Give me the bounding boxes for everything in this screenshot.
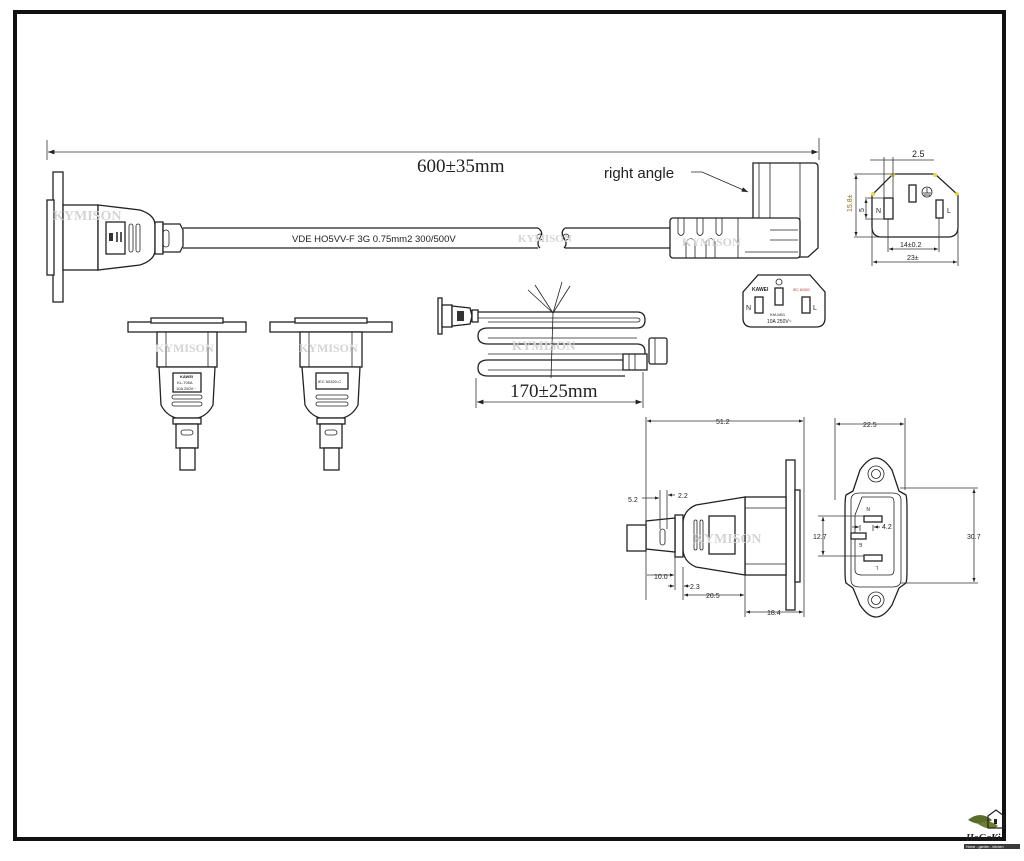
dim-pin-height: 5: [859, 208, 866, 212]
c13-face-dimension-diagram: N L 2.5 15.8± 5 14±0.2 23±: [847, 149, 959, 266]
overall-length-dimension: 600±35mm: [46, 138, 820, 177]
front-pin-l: L: [813, 305, 817, 312]
cert-mark: IEC 60320: [793, 288, 810, 292]
label-a-line3: 10A 250V~: [176, 386, 196, 391]
dim-panel-width: 22.5: [863, 422, 877, 429]
logo-name: HoGaKi: [965, 833, 1001, 844]
dim-18-4: 18.4: [767, 610, 781, 617]
hogaki-logo: HoGaKi Home - garden - kitchen: [962, 808, 1022, 854]
overall-length-label: 600±35mm: [417, 156, 505, 177]
panel-pin-l: L: [875, 564, 878, 570]
right-angle-label: right angle: [604, 165, 674, 182]
watermark: KYMISON: [518, 233, 572, 245]
panel-pin-n: N: [866, 505, 870, 511]
cable: VDE HO5VV-F 3G 0.75mm2 300/500V KYMISON: [183, 227, 670, 249]
c13-front-view: KAWEI IEC 60320 N L KM-M01 10A 250V~: [742, 274, 826, 328]
dim-panel-height: 30.7: [967, 534, 981, 541]
pin-n-label: N: [876, 208, 881, 215]
socket-view-a: KAWEI KL-705A 10A 250V~ KYMISON: [127, 317, 247, 471]
label-b: IEC 60320-C: [318, 379, 341, 384]
watermark: KYMISON: [53, 209, 121, 224]
dim-2-3: 2.3: [690, 584, 700, 591]
dim-height: 15.8±: [847, 194, 854, 212]
coil-length-label: 170±25mm: [510, 381, 598, 402]
right-angle-callout: right angle: [604, 165, 749, 193]
dim-20-5: 20.5: [706, 593, 720, 600]
dim-total-length: 51.2: [716, 419, 730, 426]
watermark: KYMISON: [682, 235, 741, 249]
label-a-line2: KL-705A: [177, 380, 193, 385]
side-view-dimensioned: KYMISON 51.2 5.2 2.2 10.0 2.3 20.5 18.4: [626, 417, 805, 617]
dim-5-2: 5.2: [628, 497, 638, 504]
front-rating: 10A 250V~: [767, 319, 792, 325]
dim-pin-gap: 4.2: [882, 524, 892, 531]
watermark: KYMISON: [155, 341, 214, 355]
dim-pin-spacing: 14±0.2: [900, 242, 921, 249]
dim-10-0: 10.0: [654, 574, 668, 581]
dim-pin-pitch: 12.7: [813, 534, 827, 541]
panel-mount-connector-side: KYMISON: [46, 171, 184, 303]
panel-pin-e: E: [858, 541, 862, 547]
right-angle-c13-plug: KYMISON: [669, 162, 819, 259]
socket-view-b: IEC 60320-C KYMISON: [269, 317, 393, 471]
brand-mark: KAWEI: [752, 287, 769, 293]
front-model: KM-M01: [770, 312, 786, 317]
dim-width: 23±: [907, 255, 919, 262]
dim-pin-offset: 2.5: [912, 149, 925, 159]
front-pin-n: N: [746, 305, 751, 312]
panel-front-view-dimensioned: N E L 22.5 30.7 12.7 4.2: [813, 418, 981, 618]
logo-tagline: Home - garden - kitchen: [966, 845, 1004, 849]
watermark: KYMISON: [512, 338, 576, 353]
dim-2-2: 2.2: [678, 493, 688, 500]
leaf-house-icon: HoGaKi Home - garden - kitchen: [964, 809, 1020, 849]
pin-l-label: L: [947, 208, 951, 215]
coiled-cable-view: KYMISON 170±25mm: [437, 281, 668, 408]
label-a-line1: KAWEI: [180, 374, 193, 379]
watermark: KYMISON: [299, 341, 358, 355]
cable-marking: VDE HO5VV-F 3G 0.75mm2 300/500V: [292, 234, 456, 245]
watermark: KYMISON: [693, 532, 761, 547]
